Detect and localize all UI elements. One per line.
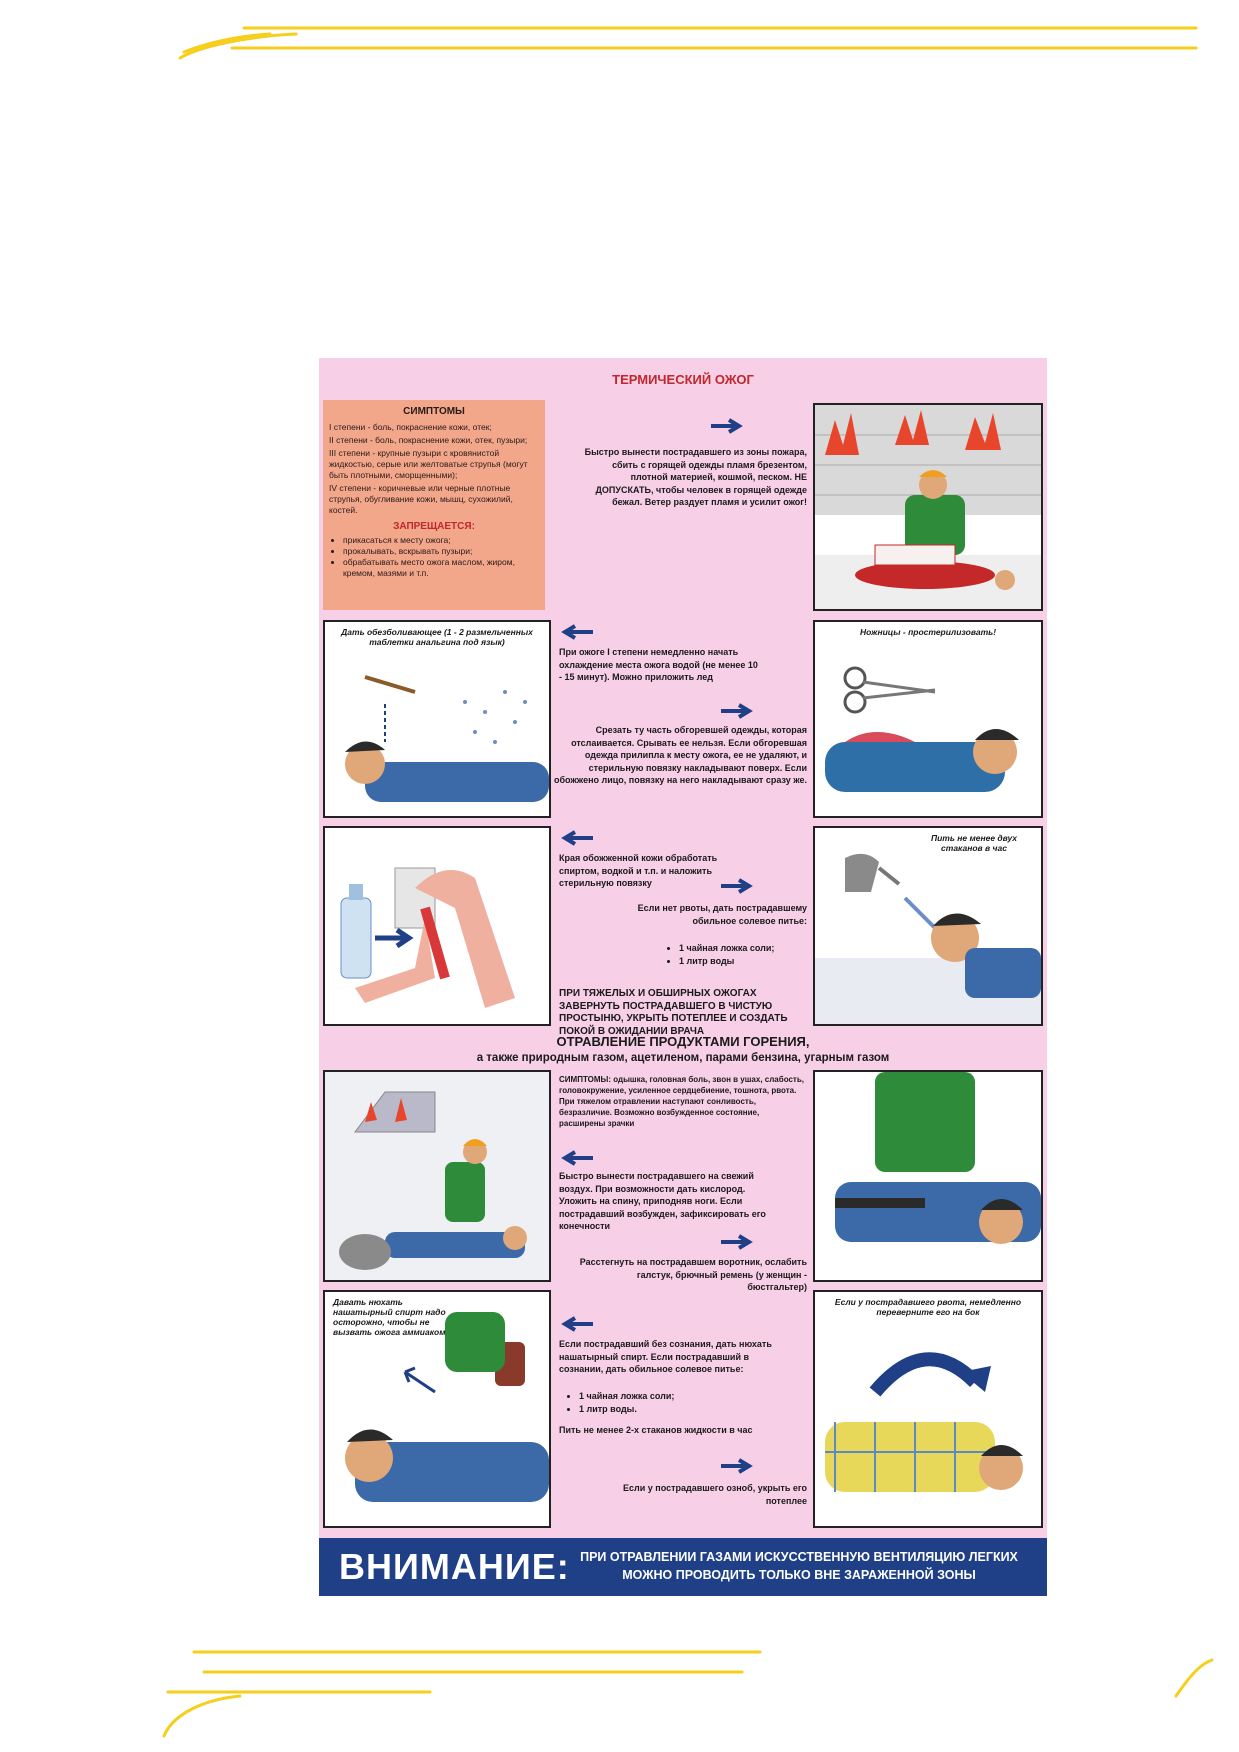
- illustration-recovery-position: Если у пострадавшего рвота, немедленно п…: [813, 1290, 1043, 1528]
- cut-clothing-instructions: Срезать ту часть обгоревшей одежды, кото…: [553, 725, 807, 785]
- symptom-line: II степени - боль, покраснение кожи, оте…: [329, 435, 528, 445]
- ammonia-image: [345, 1312, 549, 1502]
- salt-item: 1 чайная ложка соли;: [579, 1390, 759, 1403]
- arrow-right-icon: [721, 1234, 753, 1250]
- painkiller-caption: Дать обезболивающее (1 - 2 размельченных…: [341, 627, 533, 647]
- vomit-caption: Если у пострадавшего рвота, немедленно п…: [834, 1297, 1022, 1317]
- poisoning-symptoms: СИМПТОМЫ: одышка, головная боль, звон в …: [559, 1075, 804, 1128]
- arrow-left-icon: [561, 1316, 593, 1332]
- fresh-air-image: [325, 1072, 549, 1280]
- arrow-left-icon: [561, 1150, 593, 1166]
- warning-banner: ВНИМАНИЕ: ПРИ ОТРАВЛЕНИИ ГАЗАМИ ИСКУССТВ…: [319, 1538, 1047, 1596]
- cooling-instructions: При ожоге I степени немедленно начать ох…: [559, 647, 758, 682]
- poster-title: ТЕРМИЧЕСКИЙ ОЖОГ: [612, 372, 754, 387]
- drink-caption: Пить не менее двух стаканов в час: [930, 833, 1018, 853]
- fire-instructions: Быстро вынести пострадавшего из зоны пож…: [584, 447, 807, 507]
- warning-label: ВНИМАНИЕ:: [339, 1546, 570, 1587]
- painkiller-image: [345, 675, 549, 802]
- illustration-painkiller: Дать обезболивающее (1 - 2 размельченных…: [323, 620, 551, 818]
- salt-item: 1 чайная ложка соли;: [679, 942, 807, 955]
- forbidden-item: прокалывать, вскрывать пузыри;: [343, 546, 539, 557]
- illustration-drinking: Пить не менее двух стаканов в час: [813, 826, 1043, 1026]
- scissors-image: [825, 666, 1019, 792]
- wound-edge-instructions: Края обожженной кожи обработать спиртом,…: [559, 853, 718, 888]
- illustration-ammonia: Давать нюхать нашатырный спирт надо осто…: [323, 1290, 551, 1528]
- symptoms-heading: СИМПТОМЫ: [403, 406, 465, 417]
- unconscious-instructions: Если пострадавший без сознания, дать нюх…: [559, 1339, 772, 1374]
- forbidden-item: обрабатывать место ожога маслом, жиром, …: [343, 557, 539, 579]
- scissors-caption: Ножницы - простерилизовать!: [859, 627, 997, 637]
- loosen-belt-image: [835, 1072, 1041, 1244]
- illustration-fire-rescue: [813, 403, 1043, 611]
- arrow-right-icon: [721, 1458, 753, 1474]
- arrow-right-icon: [721, 703, 753, 719]
- wound-treatment-image: [340, 867, 515, 1008]
- salt-item: 1 литр воды: [679, 955, 807, 968]
- illustration-wound-treatment: [323, 826, 551, 1026]
- forbidden-heading: ЗАПРЕЩАЕТСЯ:: [393, 521, 475, 532]
- fire-rescue-image: [815, 405, 1041, 609]
- arrow-left-icon: [561, 624, 593, 640]
- ammonia-caption: Давать нюхать нашатырный спирт надо осто…: [333, 1297, 446, 1337]
- fresh-air-instructions: Быстро вынести пострадавшего на свежий в…: [559, 1171, 766, 1231]
- warning-text: ПРИ ОТРАВЛЕНИИ ГАЗАМИ ИСКУССТВЕННУЮ ВЕНТ…: [580, 1550, 1018, 1582]
- arrow-left-icon: [561, 830, 593, 846]
- illustration-fresh-air: [323, 1070, 551, 1282]
- salt-item: 1 литр воды.: [579, 1403, 759, 1416]
- drink-rate-note: Пить не менее 2-х стаканов жидкости в ча…: [559, 1425, 753, 1435]
- symptom-line: IV степени - коричневые или черные плотн…: [329, 483, 513, 515]
- chills-instructions: Если у пострадавшего озноб, укрыть его п…: [623, 1483, 807, 1506]
- salt-drink-list-2: 1 чайная ложка соли; 1 литр воды.: [559, 1390, 759, 1415]
- salt-drink-list: 1 чайная ложка соли; 1 литр воды: [659, 942, 807, 967]
- illustration-loosen-belt: [813, 1070, 1043, 1282]
- symptom-line: I степени - боль, покраснение кожи, отек…: [329, 422, 492, 432]
- loosen-clothing-instructions: Расстегнуть на пострадавшем воротник, ос…: [579, 1257, 807, 1292]
- drinking-image: [815, 853, 1041, 1024]
- forbidden-item: прикасаться к месту ожога;: [343, 535, 539, 546]
- illustration-scissors: Ножницы - простерилизовать!: [813, 620, 1043, 818]
- recovery-position-image: [825, 1352, 1023, 1492]
- severe-burns-note: ПРИ ТЯЖЕЛЫХ И ОБШИРНЫХ ОЖОГАХ ЗАВЕРНУТЬ …: [559, 988, 788, 1037]
- arrow-right-icon: [711, 418, 743, 434]
- symptom-line: III степени - крупные пузыри с кровянист…: [329, 448, 528, 480]
- salt-drink-intro: Если нет рвоты, дать пострадавшему обиль…: [637, 903, 807, 926]
- poisoning-subtitle: а также природным газом, ацетиленом, пар…: [476, 1052, 890, 1064]
- first-aid-poster: ТЕРМИЧЕСКИЙ ОЖОГ СИМПТОМЫ I степени - бо…: [319, 358, 1047, 1596]
- arrow-right-icon: [721, 878, 753, 894]
- burn-symptoms-box: СИМПТОМЫ I степени - боль, покраснение к…: [323, 400, 545, 610]
- poisoning-title: ОТРАВЛЕНИЕ ПРОДУКТАМИ ГОРЕНИЯ,: [556, 1034, 810, 1049]
